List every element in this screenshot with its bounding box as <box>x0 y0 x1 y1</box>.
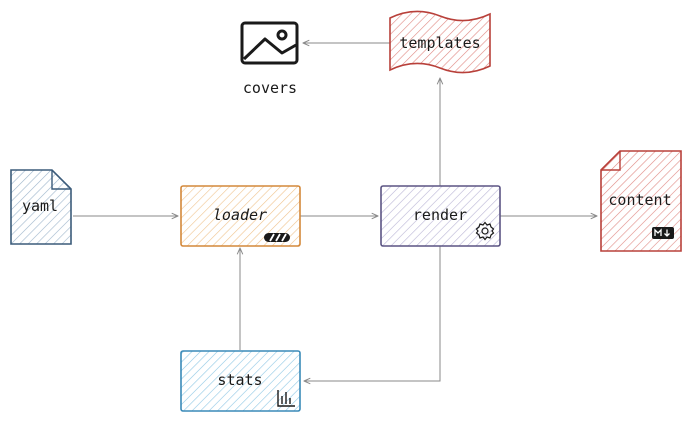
edge-render-to-stats <box>304 246 441 381</box>
templates-shape <box>389 10 491 74</box>
node-loader[interactable]: loader <box>180 185 301 247</box>
gear-icon <box>475 221 495 241</box>
node-templates[interactable]: templates <box>389 10 491 74</box>
yaml-fold <box>51 170 71 190</box>
render-shape <box>380 185 501 247</box>
image-icon <box>240 21 299 65</box>
node-stats[interactable]: stats <box>180 350 301 412</box>
render-label: render <box>413 206 467 224</box>
yaml-label: yaml <box>22 197 58 215</box>
node-render[interactable]: render <box>380 185 501 247</box>
content-label: content <box>608 191 671 209</box>
node-content[interactable]: content <box>600 150 682 252</box>
loader-shape <box>180 185 301 247</box>
stats-shape <box>180 350 301 412</box>
loader-label: loader <box>213 206 267 224</box>
templates-label: templates <box>399 34 480 52</box>
bar-chart-icon <box>277 390 295 407</box>
node-yaml[interactable]: yaml <box>10 169 72 245</box>
markdown-icon <box>652 227 674 239</box>
progress-bar-icon <box>264 233 290 242</box>
node-covers[interactable]: covers <box>240 21 299 97</box>
content-fold <box>601 151 621 171</box>
covers-label: covers <box>243 79 297 97</box>
content-shape <box>600 150 682 252</box>
edges <box>73 43 597 381</box>
stats-label: stats <box>217 371 262 389</box>
